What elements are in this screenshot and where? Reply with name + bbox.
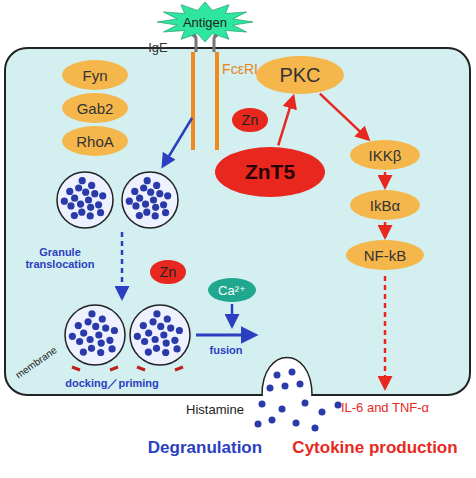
protein-ellipse: IkBα — [350, 190, 420, 220]
protein-ellipse: NF-kB — [346, 240, 424, 270]
receptor — [186, 26, 224, 150]
kinase-ellipse: PKC — [256, 56, 344, 94]
node-text: ZnT5 — [245, 160, 295, 184]
protein-ellipse: Fyn — [62, 60, 128, 90]
process-note: Granule translocation — [22, 246, 98, 270]
node-text: NF-kB — [364, 247, 407, 264]
node-text: Zn — [160, 264, 176, 280]
fusion-pore — [262, 358, 312, 396]
secretion-arrow — [384, 276, 387, 388]
calcium-arrow — [231, 304, 234, 326]
node-text: RhoA — [76, 133, 114, 150]
node-text: Fyn — [82, 67, 107, 84]
cell-membrane — [5, 48, 470, 395]
zinc-ellipse: Zn — [232, 108, 268, 133]
signal-arrow — [278, 97, 293, 146]
transporter-ellipse: ZnT5 — [215, 147, 325, 197]
outcome-label: Cytokine production — [285, 439, 465, 458]
outcome-label: Degranulation — [135, 439, 275, 458]
antibody-label: IgE — [138, 41, 178, 55]
node-text: Gab2 — [77, 100, 114, 117]
protein-ellipse: RhoA — [62, 126, 128, 156]
signal-arrow — [384, 172, 387, 187]
node-text: PKC — [279, 64, 320, 87]
node-text: Ca²⁺ — [218, 283, 246, 298]
translocation-arrow — [121, 232, 124, 298]
receptor-label: FcεRI — [210, 62, 270, 77]
zinc-ellipse: Zn — [150, 260, 186, 285]
signal-arrow — [384, 222, 387, 237]
antigen-star: Antigen — [157, 2, 253, 42]
protein-ellipse: IKKβ — [350, 140, 420, 170]
fusion-arrow — [196, 334, 255, 337]
process-note: docking／priming — [57, 377, 167, 389]
histamine-dots — [255, 369, 342, 432]
protein-ellipse: Gab2 — [62, 93, 128, 123]
node-text: Antigen — [183, 15, 227, 30]
molecule-label: IL-6 and TNF-α — [320, 401, 450, 415]
signal-arrow — [320, 94, 369, 140]
process-note: fusion — [201, 344, 251, 356]
node-text: IkBα — [370, 197, 400, 214]
docking-marks — [72, 367, 183, 370]
node-text: Zn — [242, 112, 258, 128]
signal-arrow — [163, 118, 192, 166]
membrane-label: membrane — [8, 340, 63, 383]
pore-opening — [263, 393, 311, 397]
node-text: IKKβ — [369, 147, 402, 164]
calcium-ellipse: Ca²⁺ — [208, 278, 256, 302]
molecule-label: Histamine — [175, 403, 255, 417]
